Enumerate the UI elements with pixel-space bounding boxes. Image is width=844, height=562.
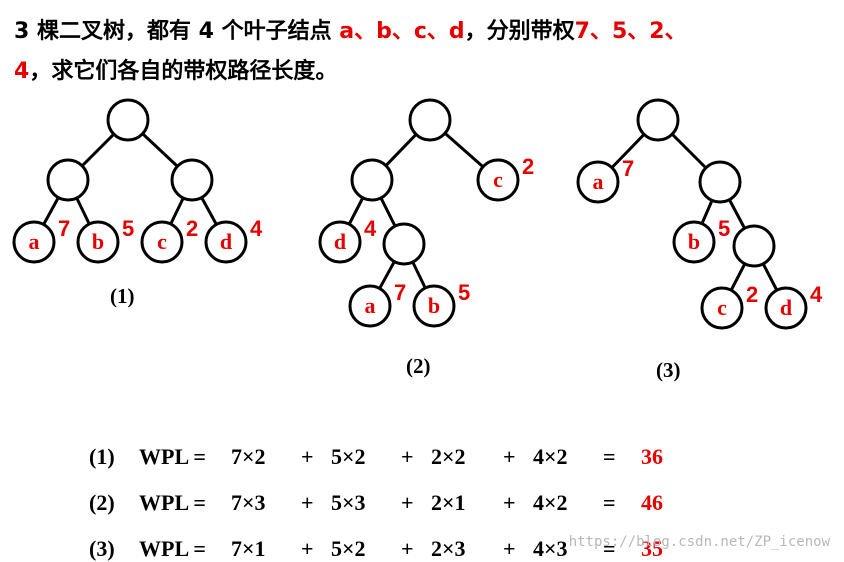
leaf-label: b: [92, 229, 104, 254]
leaf-label: c: [157, 229, 167, 254]
tree-node: [408, 98, 452, 142]
leaf-weight: 7: [622, 156, 634, 181]
leaf-weight: 2: [746, 282, 758, 307]
leaf-weight: 5: [718, 216, 730, 241]
problem-leaves: a、b、c、d: [339, 19, 465, 44]
wpl-result: 35: [641, 536, 663, 561]
tree-node: [576, 160, 620, 204]
wpl-term: 5×2: [331, 444, 366, 469]
tree-node: [140, 220, 184, 264]
tree-1-caption: (1): [110, 284, 135, 308]
leaf-label: c: [493, 167, 503, 192]
wpl-label: (2): [89, 490, 115, 515]
tree-node: [348, 284, 392, 328]
leaf-weight: 4: [810, 282, 823, 307]
leaf-weight: 7: [58, 216, 70, 241]
problem-text-2: ，分别带权: [464, 19, 575, 44]
wpl-term: 7×2: [231, 444, 266, 469]
wpl-name: WPL =: [139, 536, 206, 561]
wpl-term: 5×3: [331, 490, 366, 515]
problem-weights: 7、5、2、: [574, 19, 687, 44]
tree-2-caption: (2): [406, 354, 431, 378]
leaf-label: b: [428, 293, 440, 318]
tree-node: [732, 224, 776, 268]
wpl-name: WPL =: [139, 444, 206, 469]
leaf-weight: 4: [364, 216, 377, 241]
leaf-weight: 4: [250, 216, 263, 241]
wpl-result: 46: [641, 490, 663, 515]
problem-weights-2: 4: [14, 59, 30, 84]
wpl-term: 7×1: [231, 536, 266, 561]
problem-text-1: 3 棵二叉树，都有 4 个叶子结点: [14, 19, 340, 44]
leaf-label: d: [220, 229, 232, 254]
leaf-label: a: [593, 169, 604, 194]
watermark: https://blog.csdn.net/ZP_icenow: [568, 534, 830, 550]
tree-node: [170, 158, 214, 202]
wpl-term: 2×2: [431, 444, 466, 469]
leaf-weight: 7: [394, 280, 406, 305]
tree-node: [636, 98, 680, 142]
tree-node: [76, 220, 120, 264]
wpl-term: 7×3: [231, 490, 266, 515]
wpl-term: 4×2: [533, 490, 568, 515]
leaf-weight: 5: [122, 216, 134, 241]
tree-node: [350, 158, 394, 202]
tree-node: [764, 286, 808, 330]
leaf-label: a: [29, 229, 40, 254]
tree-node: [700, 286, 744, 330]
leaf-label: d: [780, 295, 792, 320]
tree-node: [672, 220, 716, 264]
leaf-label: d: [334, 229, 346, 254]
wpl-name: WPL =: [139, 490, 206, 515]
tree-node: [476, 158, 520, 202]
leaf-weight: 2: [186, 216, 198, 241]
tree-node: [382, 222, 426, 266]
wpl-row: (1)WPL =7×2+5×2+2×2+4×2=36: [89, 444, 663, 469]
leaf-label: c: [717, 295, 727, 320]
wpl-term: 5×2: [331, 536, 366, 561]
tree-node: [318, 220, 362, 264]
leaf-weight: 5: [458, 280, 470, 305]
leaf-weight: 2: [522, 154, 534, 179]
wpl-result: 36: [641, 444, 663, 469]
tree-node: [698, 160, 742, 204]
problem-text-3: ，求它们各自的带权路径长度。: [29, 59, 338, 84]
tree-3-caption: (3): [656, 358, 681, 382]
leaf-label: b: [688, 229, 700, 254]
tree-node: [412, 284, 456, 328]
wpl-term: 4×2: [533, 444, 568, 469]
tree-node: [106, 98, 150, 142]
wpl-term: 4×3: [533, 536, 568, 561]
tree-node: [46, 158, 90, 202]
tree-node: [204, 220, 248, 264]
wpl-label: (3): [89, 536, 115, 561]
wpl-term: 2×1: [431, 490, 466, 515]
wpl-row: (3)WPL =7×1+5×2+2×3+4×3=35: [89, 536, 663, 561]
wpl-row: (2)WPL =7×3+5×3+2×1+4×2=46: [89, 490, 663, 515]
leaf-label: a: [365, 293, 376, 318]
problem-statement: 3 棵二叉树，都有 4 个叶子结点 a、b、c、d，分别带权7、5、2、 4，求它…: [14, 12, 834, 92]
wpl-label: (1): [89, 444, 115, 469]
wpl-term: 2×3: [431, 536, 466, 561]
tree-node: [12, 220, 56, 264]
